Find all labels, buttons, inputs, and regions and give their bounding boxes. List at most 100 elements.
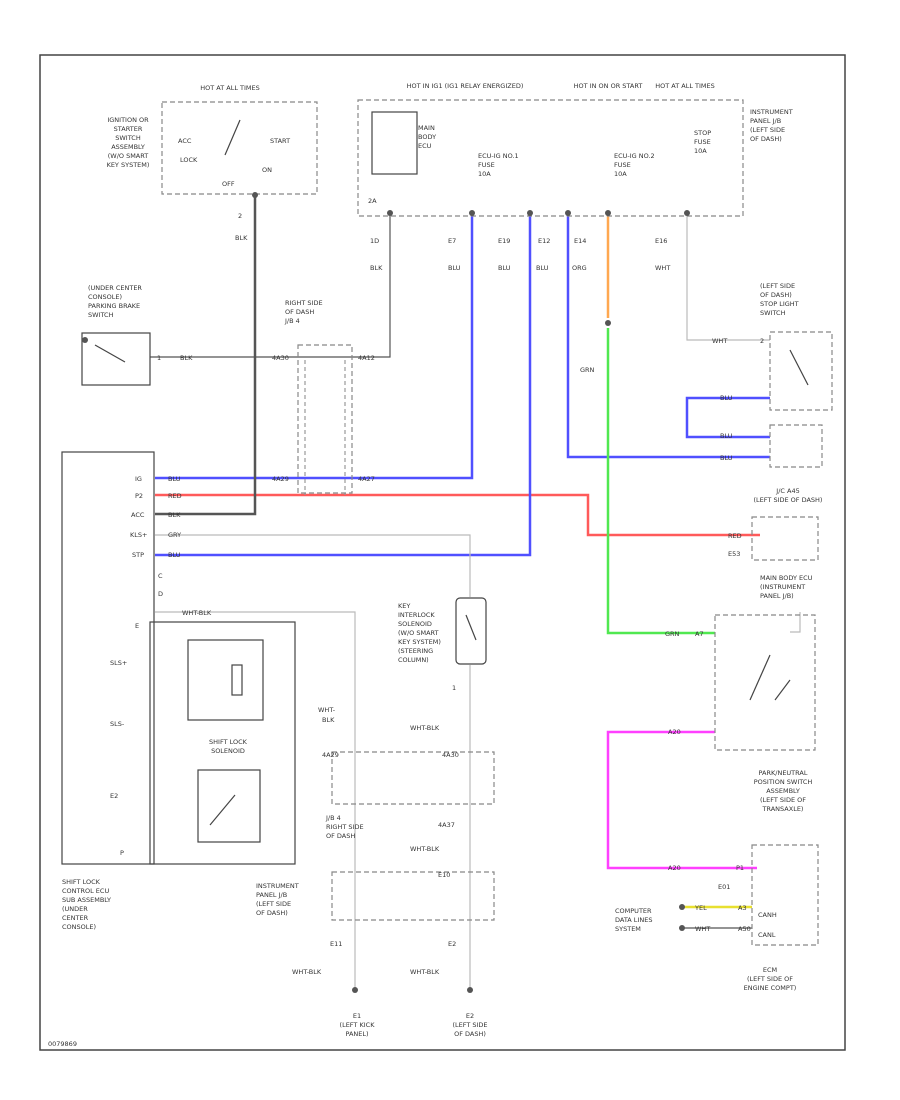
label-jc-name: (LEFT SIDE OF DASH)	[754, 496, 823, 504]
panel-jb-box	[357, 99, 744, 217]
wire-grn	[606, 328, 715, 635]
label-shift-sol: SOLENOID	[211, 747, 245, 755]
label-stop-wht: WHT	[712, 337, 727, 345]
label-ign-lock: LOCK	[180, 156, 198, 164]
label-pb-name: PARKING BRAKE	[88, 302, 140, 310]
label-ign-wire: BLK	[235, 234, 248, 242]
label-main-ecu2: PANEL J/B)	[760, 592, 794, 600]
label-wire-row-5: WHT	[655, 264, 670, 272]
label-ecm: (LEFT SIDE OF	[747, 975, 793, 983]
wire-wht-stop-sw	[790, 612, 801, 633]
label-jb4-top: OF DASH	[285, 308, 314, 316]
label-ip-jb: INSTRUMENT	[256, 882, 299, 890]
label-wht-blk-bottom-0: WHT-BLK	[292, 968, 322, 976]
label-jb4-pins-1: 4A12	[358, 354, 375, 362]
label-ign-name: ASSEMBLY	[111, 143, 145, 151]
label-ecu-name: SUB ASSEMBLY	[62, 896, 111, 904]
pin-dot	[469, 210, 475, 216]
label-main-ecu2: (INSTRUMENT	[760, 583, 805, 591]
label-ecu-wires-3: GRY	[168, 531, 181, 539]
label-pnp-pin: A20	[668, 728, 681, 736]
label-ground1: E1	[353, 1012, 361, 1020]
sls-coil	[231, 664, 243, 696]
label-can-wires-3: A50	[738, 925, 751, 933]
main-body-ecu-box	[371, 111, 418, 175]
label-can-pins-0: CANH	[758, 911, 777, 919]
label-key-sol: SOLENOID	[398, 620, 432, 628]
label-ecu-wires-5: WHT-BLK	[182, 609, 212, 617]
label-stop-sw: (LEFT SIDE	[760, 282, 795, 290]
label-wire-row-0: BLK	[370, 264, 383, 272]
pin-dot	[252, 192, 258, 198]
label-pin-2a: 2A	[368, 197, 377, 205]
pin-dot	[352, 987, 358, 993]
label-pnp-name: ASSEMBLY	[766, 787, 800, 795]
label-hot-on-start: HOT IN ON OR START	[574, 82, 643, 90]
pin-dot	[605, 320, 611, 326]
label-jb4-lower-pins-0: 4A29	[322, 751, 339, 759]
stop-switch-lower-box	[769, 424, 823, 468]
label-fuse1: ECU-IG NO.1	[478, 152, 519, 160]
label-ip-jb: OF DASH)	[256, 909, 288, 917]
label-pin-row-4: E14	[574, 237, 586, 245]
label-jc-wire: RED	[728, 532, 742, 540]
label-main-body-ecu: BODY	[418, 133, 436, 141]
pin-dot	[467, 987, 473, 993]
label-stop-sw: OF DASH)	[760, 291, 792, 299]
stop-switch-box	[769, 331, 833, 411]
label-ecm: ENGINE COMPT)	[744, 984, 797, 992]
label-wire-row-1: BLU	[448, 264, 461, 272]
shift-solenoid-blade	[209, 794, 236, 826]
wire-wht-stop	[686, 213, 770, 341]
label-panel-jb: INSTRUMENT	[750, 108, 793, 116]
label-wht-blk-0: WHT-	[318, 706, 336, 714]
label-ecu-p: P	[120, 849, 124, 857]
label-stop-pin: 2	[760, 337, 764, 345]
label-jb4-top: RIGHT SIDE	[285, 299, 323, 307]
label-jb4-lower-pins-1: 4A30	[442, 751, 459, 759]
wire-wht-e	[155, 611, 356, 990]
label-pb-pin: 1	[157, 354, 161, 362]
label-key-sol: KEY	[398, 602, 410, 610]
label-fuse2: 10A	[614, 170, 627, 178]
label-shift-sol: SHIFT LOCK	[209, 738, 248, 746]
label-can-wires-1: WHT	[695, 925, 710, 933]
label-ecu-pins-7: E	[135, 622, 139, 630]
wire-pink	[606, 730, 757, 870]
label-pb-name: CONSOLE)	[88, 293, 122, 301]
label-pnp-name: POSITION SWITCH	[754, 778, 813, 786]
pin-dot	[684, 210, 690, 216]
label-key-sol: KEY SYSTEM)	[398, 638, 441, 646]
label-can-label: DATA LINES	[615, 916, 652, 924]
wire-blk-acc	[155, 195, 257, 516]
label-ecu-name: CONSOLE)	[62, 923, 96, 931]
wire-blu-ig	[155, 213, 474, 480]
jb4-mid-box	[331, 751, 495, 805]
label-pb-name: (UNDER CENTER	[88, 284, 142, 292]
label-ground1: (LEFT KICK	[340, 1021, 376, 1029]
label-sls-pins-1: SLS-	[110, 720, 125, 728]
label-can-label: COMPUTER	[615, 907, 652, 915]
label-ground2: OF DASH)	[454, 1030, 486, 1038]
label-ign-name: IGNITION OR	[107, 116, 149, 124]
label-ign-acc: ACC	[178, 137, 192, 145]
label-main-body-ecu: MAIN	[418, 124, 435, 132]
label-wht-blk-bottom-1: WHT-BLK	[410, 968, 440, 976]
key-interlock-solenoid	[455, 597, 487, 665]
label-pnp-lower-0: A20	[668, 864, 681, 872]
label-pnp-lower-2: E01	[718, 883, 730, 891]
pin-dot	[679, 904, 685, 910]
label-main-ecu2: MAIN BODY ECU	[760, 574, 813, 582]
wire-pb-blk	[150, 213, 391, 358]
label-ecu-pins-4: STP	[132, 551, 144, 559]
label-jb4-top: J/B 4	[284, 317, 300, 325]
label-hot-ig1: HOT IN IG1 (IG1 RELAY ENERGIZED)	[407, 82, 524, 90]
label-ground2: (LEFT SIDE	[452, 1021, 487, 1029]
label-ign-start: START	[270, 137, 290, 145]
wire-blu-e14	[566, 213, 770, 459]
label-jc-pin: E53	[728, 550, 740, 558]
diagram-border	[39, 54, 846, 1051]
label-ecu-wires-1: RED	[168, 492, 182, 500]
